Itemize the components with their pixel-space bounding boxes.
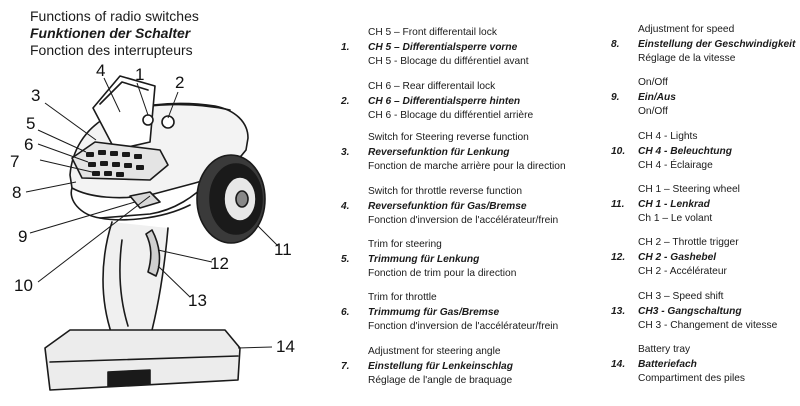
function-label-de: Trimmumg für Gas/Bremse: [368, 306, 500, 318]
function-label-fr: On/Off: [638, 106, 668, 118]
function-number: 10.: [611, 145, 626, 157]
function-number: 9.: [611, 91, 620, 103]
callout-9: 9: [18, 227, 28, 246]
function-label-en: Adjustment for steering angle: [368, 346, 501, 357]
function-label-de: CH 4 - Beleuchtung: [638, 145, 732, 157]
function-label-de: Einstellung der Geschwindigkeit: [638, 38, 796, 50]
function-number: 2.: [341, 95, 350, 107]
function-number: 11.: [611, 198, 625, 210]
function-label-fr: Réglage de l'angle de braquage: [368, 375, 513, 387]
function-label-de: CH 6 – Differentialsperre hinten: [368, 95, 521, 107]
function-number: 4.: [341, 200, 350, 212]
title-english: Functions of radio switches: [30, 8, 199, 24]
callout-2: 2: [175, 73, 185, 92]
function-label-en: CH 6 – Rear differentail lock: [368, 81, 496, 92]
title-block: Functions of radio switches Funktionen d…: [30, 8, 199, 59]
function-label-de: CH 5 – Differentialsperre vorne: [368, 41, 518, 53]
function-label-de: Einstellung für Lenkeinschlag: [368, 360, 513, 372]
callout-7: 7: [10, 152, 20, 171]
transmitter-figure: 1 2 3 4 5 6 7 8 9 10 11 12 13 14: [0, 55, 310, 406]
function-label-en: Trim for throttle: [368, 292, 437, 303]
function-number: 3.: [341, 146, 350, 158]
function-label-en: Trim for steering: [368, 239, 442, 250]
function-label-fr: Fonction de marche arrière pour la direc…: [368, 161, 566, 173]
function-label-en: On/Off: [638, 77, 668, 88]
function-label-en: CH 3 – Speed shift: [638, 291, 724, 302]
function-label-en: Battery tray: [638, 344, 691, 355]
callout-13: 13: [188, 291, 207, 310]
function-label-en: Adjustment for speed: [638, 24, 735, 35]
function-label-fr: Compartiment des piles: [638, 373, 746, 385]
function-label-de: CH3 - Gangschaltung: [638, 305, 742, 317]
transmitter-drawing: [25, 75, 279, 391]
function-label-fr: Fonction d'inversion de l'accélérateur/f…: [368, 215, 559, 227]
function-number: 7.: [341, 360, 350, 372]
function-label-fr: CH 6 - Blocage du différentiel arrière: [368, 110, 534, 122]
function-number: 8.: [611, 38, 620, 50]
callout-1: 1: [135, 65, 145, 84]
function-label-en: CH 5 – Front differentail lock: [368, 27, 497, 38]
function-label-de: Trimmung für Lenkung: [368, 253, 480, 265]
callout-6: 6: [24, 135, 34, 154]
callout-10: 10: [14, 276, 33, 295]
function-label-fr: Fonction de trim pour la direction: [368, 268, 517, 280]
function-label-de: Reversefunktion für Gas/Bremse: [368, 200, 527, 212]
function-label-de: CH 1 - Lenkrad: [638, 198, 710, 210]
function-label-fr: CH 4 - Éclairage: [638, 160, 713, 172]
callout-14: 14: [276, 337, 295, 356]
function-number: 12.: [611, 251, 626, 263]
function-label-fr: CH 2 - Accélérateur: [638, 266, 727, 278]
function-label-fr: Ch 1 – Le volant: [638, 213, 713, 225]
function-label-fr: Réglage de la vitesse: [638, 53, 736, 65]
function-label-en: CH 4 - Lights: [638, 131, 698, 142]
callout-4: 4: [96, 61, 106, 80]
function-label-de: Reversefunktion für Lenkung: [368, 146, 510, 158]
callout-11: 11: [274, 240, 292, 259]
callout-5: 5: [26, 114, 36, 133]
function-label-en: Switch for Steering reverse function: [368, 132, 529, 143]
function-label-en: CH 2 – Throttle trigger: [638, 237, 739, 248]
function-label-de: CH 2 - Gashebel: [638, 251, 717, 263]
title-french: Fonction des interrupteurs: [30, 42, 193, 58]
function-label-de: Ein/Aus: [638, 91, 676, 103]
function-label-de: Batteriefach: [638, 358, 697, 370]
function-number: 14.: [611, 358, 626, 370]
function-number: 6.: [341, 306, 350, 318]
function-number: 1.: [341, 41, 350, 53]
function-label-fr: CH 3 - Changement de vitesse: [638, 320, 778, 332]
function-label-en: Switch for throttle reverse function: [368, 186, 523, 197]
title-german: Funktionen der Schalter: [30, 25, 191, 41]
callout-3: 3: [31, 86, 41, 105]
function-number: 5.: [341, 253, 350, 265]
callout-8: 8: [12, 183, 22, 202]
function-label-en: CH 1 – Steering wheel: [638, 184, 740, 195]
function-label-fr: Fonction d'inversion de l'accélérateur/f…: [368, 321, 559, 333]
callout-12: 12: [210, 254, 229, 273]
function-number: 13.: [611, 305, 626, 317]
function-label-fr: CH 5 - Blocage du différentiel avant: [368, 56, 529, 68]
